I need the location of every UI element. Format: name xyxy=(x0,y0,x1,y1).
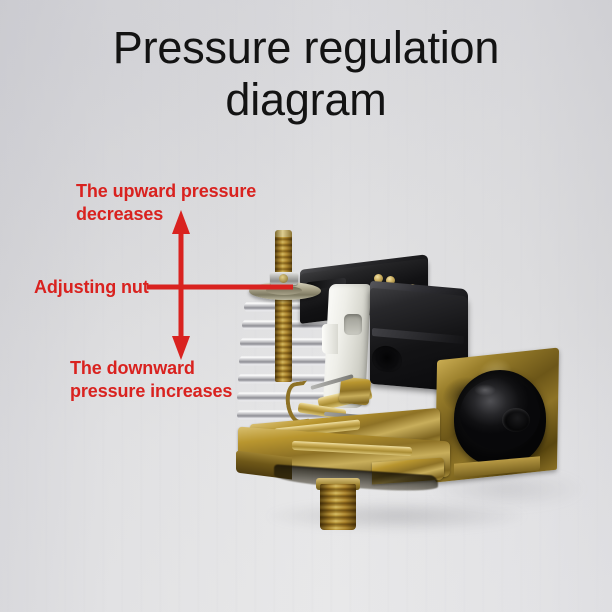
adjusting-rod xyxy=(275,234,292,382)
down-arrow-head xyxy=(172,336,190,360)
terminal-screw xyxy=(386,276,395,285)
adjusting-nut-bore xyxy=(279,274,288,283)
spring-washer-bore xyxy=(266,286,302,295)
up-arrow-head xyxy=(172,210,190,234)
white-lever-tab xyxy=(322,324,338,354)
product-shadow xyxy=(232,496,562,536)
cable-grommet-highlight xyxy=(470,382,500,398)
annotation-upward-pressure: The upward pressure decreases xyxy=(76,181,257,224)
terminal-screw xyxy=(374,274,383,283)
white-lever-notch xyxy=(344,314,362,335)
adjusting-rod-tip xyxy=(275,230,292,237)
annotation-adjusting-nut: Adjusting nut xyxy=(34,277,149,297)
page-title: Pressure regulation diagram xyxy=(112,22,500,125)
inlet-port xyxy=(320,484,356,530)
cable-grommet-bore xyxy=(502,408,530,432)
product-image xyxy=(222,228,612,568)
internal-lever xyxy=(338,376,372,406)
